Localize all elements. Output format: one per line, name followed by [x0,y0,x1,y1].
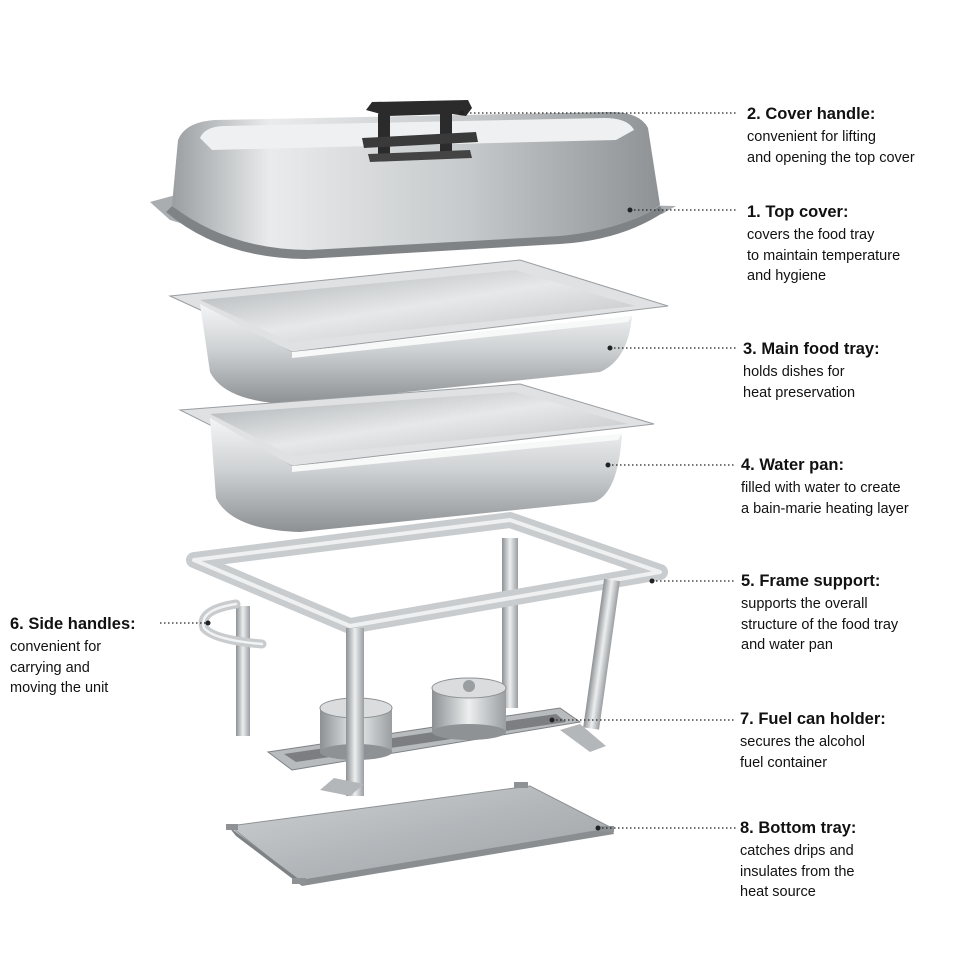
frame-support [186,512,668,796]
callout-fuel-can-holder: 7. Fuel can holder: secures the alcohol … [740,709,886,773]
water-pan [178,383,655,532]
callout-title: 1. Top cover: [747,203,849,221]
callout-desc: covers the food tray to maintain tempera… [747,227,901,284]
callout-title: 2. Cover handle: [747,105,876,123]
callout-main-food-tray: 3. Main food tray: holds dishes for heat… [743,339,880,403]
main-food-tray [168,259,669,404]
callout-desc: secures the alcohol fuel container [740,734,865,771]
callout-title: 3. Main food tray: [743,340,880,358]
callout-desc: convenient for lifting and opening the t… [747,129,915,166]
callout-desc: filled with water to create a bain-marie… [741,480,909,517]
callout-frame-support: 5. Frame support: supports the overall s… [741,571,898,656]
callout-desc: catches drips and insulates from the hea… [740,843,855,900]
callout-side-handles: 6. Side handles: convenient for carrying… [10,614,136,699]
callout-title: 6. Side handles: [10,615,136,633]
callout-top-cover: 1. Top cover: covers the food tray to ma… [747,202,900,287]
callout-desc: holds dishes for heat preservation [743,364,856,401]
callout-desc: convenient for carrying and moving the u… [10,639,109,696]
callout-cover-handle: 2. Cover handle: convenient for lifting … [747,104,915,168]
callout-title: 7. Fuel can holder: [740,710,886,728]
callout-title: 8. Bottom tray: [740,819,857,837]
callout-bottom-tray: 8. Bottom tray: catches drips and insula… [740,818,856,903]
cover-handle [362,100,478,162]
bottom-tray [226,782,614,886]
top-cover [150,112,676,259]
callout-title: 4. Water pan: [741,456,844,474]
callout-water-pan: 4. Water pan: filled with water to creat… [741,455,909,519]
callout-title: 5. Frame support: [741,572,881,590]
fuel-can-right [431,677,507,740]
leader-lines [160,110,736,831]
callout-desc: supports the overall structure of the fo… [741,596,899,653]
